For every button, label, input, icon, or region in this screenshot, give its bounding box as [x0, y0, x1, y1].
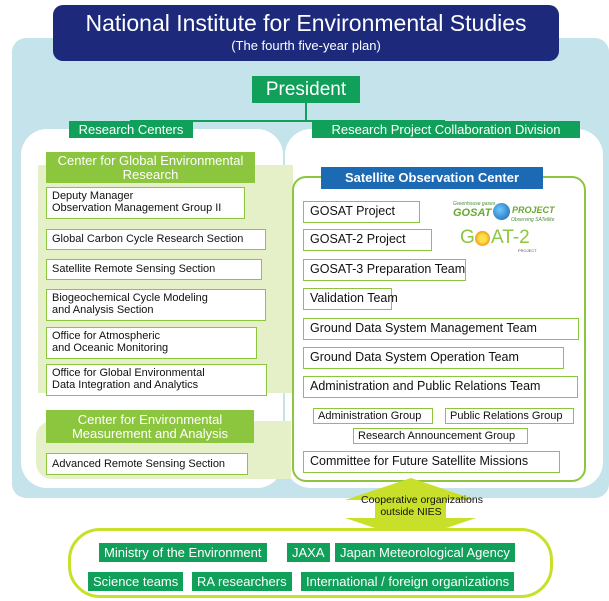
title-banner: National Institute for Environmental Stu…: [53, 5, 559, 61]
section-line: Satellite Remote Sensing Section: [52, 263, 216, 275]
cooperation-label-line1: Cooperative organizations: [361, 494, 483, 506]
section-line: and Oceanic Monitoring: [52, 342, 169, 354]
cooperation-label: Cooperative organizations outside NIES: [361, 494, 483, 518]
section-data-integration: Office for Global Environmental Data Int…: [46, 364, 267, 396]
collab-division-label: Research Project Collaboration Division: [312, 121, 580, 138]
section-biogeochemical: Biogeochemical Cycle Modeling and Analys…: [46, 289, 266, 321]
gosat-globe-icon: [493, 203, 510, 220]
team-validation: Validation Team: [303, 288, 398, 310]
section-line: Data Integration and Analytics: [52, 379, 199, 391]
president-box: President: [252, 76, 360, 103]
team-gosat3-preparation: GOSAT-3 Preparation Team: [303, 259, 466, 281]
cooperation-label-line2: outside NIES: [380, 506, 442, 518]
group-administration: Administration Group: [313, 408, 433, 424]
group-public-relations: Public Relations Group: [445, 408, 574, 424]
section-advanced-remote-sensing: Advanced Remote Sensing Section: [46, 453, 248, 475]
global-center-header: Center for Global Environmental Research: [46, 152, 255, 183]
gosat2-project-logo: G AT-2 PROJECT: [460, 226, 542, 254]
section-global-carbon-cycle: Global Carbon Cycle Research Section: [46, 229, 266, 250]
org-japan-meteorological-agency: Japan Meteorological Agency: [335, 543, 515, 562]
global-center-title-line1: Center for Global Environmental: [57, 153, 244, 168]
section-line: and Analysis Section: [52, 304, 154, 316]
section-satellite-remote-sensing: Satellite Remote Sensing Section: [46, 259, 262, 280]
section-line: Deputy Manager: [52, 190, 134, 202]
section-deputy-manager: Deputy Manager Observation Management Gr…: [46, 187, 245, 219]
gosat2-logo-g: G: [460, 227, 475, 248]
org-jaxa: JAXA: [287, 543, 330, 562]
research-centers-label: Research Centers: [69, 121, 193, 138]
measurement-center-header: Center for Environmental Measurement and…: [46, 410, 254, 443]
gosat-logo-main: GOSAT: [453, 207, 492, 219]
page-subtitle: (The fourth five-year plan): [231, 38, 381, 53]
gosat-logo-project: PROJECT: [512, 205, 555, 215]
gosat-project-logo: Greenhouse gases GOSAT PROJECT Observing…: [451, 201, 555, 225]
org-science-teams: Science teams: [88, 572, 184, 591]
team-gosat-project: GOSAT Project: [303, 201, 420, 223]
section-line: Office for Global Environmental: [52, 367, 205, 379]
gosat-logo-sub: Observing SATellite: [511, 217, 555, 223]
section-line: Office for Atmospheric: [52, 330, 161, 342]
committee-future-missions: Committee for Future Satellite Missions: [303, 451, 560, 473]
section-line: Observation Management Group II: [52, 202, 222, 214]
satellite-center-title: Satellite Observation Center: [321, 167, 543, 189]
gosat2-logo-project: PROJECT: [518, 248, 537, 253]
org-ra-researchers: RA researchers: [192, 572, 292, 591]
section-line: Biogeochemical Cycle Modeling: [52, 292, 208, 304]
section-atmospheric-oceanic: Office for Atmospheric and Oceanic Monit…: [46, 327, 257, 359]
measurement-center-title-line1: Center for Environmental: [77, 412, 223, 427]
page-title: National Institute for Environmental Stu…: [85, 10, 527, 36]
gosat-logo-top: Greenhouse gases: [453, 201, 496, 207]
group-research-announcement: Research Announcement Group: [353, 428, 528, 444]
team-gosat2-project: GOSAT-2 Project: [303, 229, 432, 251]
global-center-title-line2: Research: [122, 167, 179, 182]
org-international-foreign: International / foreign organizations: [301, 572, 515, 591]
gosat2-sun-icon: [475, 231, 490, 246]
team-ground-data-management: Ground Data System Management Team: [303, 318, 579, 340]
team-ground-data-operation: Ground Data System Operation Team: [303, 347, 564, 369]
section-line: Advanced Remote Sensing Section: [52, 458, 226, 470]
org-ministry-environment: Ministry of the Environment: [99, 543, 267, 562]
section-line: Global Carbon Cycle Research Section: [52, 233, 244, 245]
measurement-center-title-line2: Measurement and Analysis: [71, 426, 229, 441]
team-admin-public-relations: Administration and Public Relations Team: [303, 376, 578, 398]
gosat2-logo-text: AT-2: [491, 227, 530, 248]
